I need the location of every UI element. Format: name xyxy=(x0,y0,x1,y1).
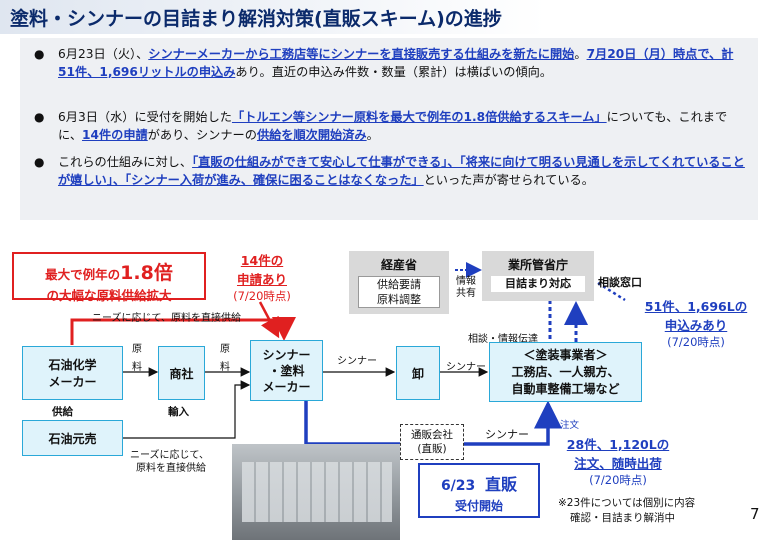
bullet-text: 6月3日（水）に受付を開始した「トルエン等シンナー原料を最大で例年の1.8倍供給… xyxy=(34,109,746,144)
bullet-dot-icon: ● xyxy=(34,155,45,169)
bullet-2: ● 6月3日（水）に受付を開始した「トルエン等シンナー原料を最大で例年の1.8倍… xyxy=(34,109,746,144)
expansion-line1: 最大で例年の1.8倍 xyxy=(45,262,173,284)
wholesaler-box: 卸 xyxy=(396,346,440,400)
trading-company-box: 商社 xyxy=(158,346,205,400)
stacked-cans-image xyxy=(242,462,392,522)
bullet-text: 6月23日（火）、シンナーメーカーから工務店等にシンナーを直接販売する仕組みを新… xyxy=(34,46,746,81)
body-text: についても、これまでに、 xyxy=(58,110,728,142)
start-date-title: 6/23 直販 xyxy=(440,475,518,494)
summary-box: ● 6月23日（火）、シンナーメーカーから工務店等にシンナーを直接販売する仕組み… xyxy=(20,38,758,220)
body-text: 。 xyxy=(574,47,587,61)
direct-supply-top-label: ニーズに応じて、原料を直接供給 xyxy=(92,313,241,324)
import-label: 輸入 xyxy=(168,406,189,418)
info-share-label: 情報 共有 xyxy=(456,276,476,299)
direct-supply-bottom-label: ニーズに応じて、 原料を直接供給 xyxy=(130,450,209,474)
bullet-3: ● これらの仕組みに対し、「直販の仕組みができて安心して仕事ができる」、「将来に… xyxy=(34,154,746,189)
raw-material-label-2: 原料 xyxy=(220,344,230,373)
body-text: 。 xyxy=(366,127,379,142)
bullet-1: ● 6月23日（火）、シンナーメーカーから工務店等にシンナーを直接販売する仕組み… xyxy=(34,46,746,81)
supply-label: 供給 xyxy=(52,406,73,418)
warehouse-photo xyxy=(232,444,400,540)
consult-window-label: 相談窓口 xyxy=(598,276,642,289)
expansion-multiplier: 1.8倍 xyxy=(120,262,173,284)
title-bar xyxy=(0,0,780,34)
bullet-dot-icon: ● xyxy=(34,47,45,61)
footnote: ※23件については個別に内容 確認・目詰まり解消中 xyxy=(558,497,696,524)
meti-tasks: 供給要請 原料調整 xyxy=(358,276,440,308)
direct-sales-start-box: 6/23 直販 受付開始 xyxy=(418,463,540,518)
highlight-text: シンナーメーカーから工務店等にシンナーを直接販売する仕組みを新たに開始 xyxy=(148,47,575,61)
painting-businesses-box: ＜塗装事業者＞ 工務店、一人親方、 自動車整備工場など xyxy=(489,342,642,402)
raw-material-label-1: 原料 xyxy=(132,344,142,373)
body-text: あり。直近の申込み件数・数量（累計）は横ばいの傾向。 xyxy=(235,64,553,79)
order-label: 注文 xyxy=(560,420,580,431)
highlight-text: 7月20日（月）時点で、計51件、1,696リットルの申込み xyxy=(58,47,734,79)
highlight-text: 14件の申請 xyxy=(82,127,148,142)
body-text: があり、シンナーの xyxy=(147,127,257,142)
consult-info-label: 相談・情報伝達 xyxy=(468,334,538,345)
thinner-label-3: シンナー xyxy=(485,428,529,441)
oil-distributor-box: 石油元売 xyxy=(22,420,123,456)
petrochem-maker-box: 石油化学 メーカー xyxy=(22,346,123,400)
highlight-text: 「トルエン等シンナー原料を最大で例年の1.8倍供給するスキーム」 xyxy=(231,110,607,124)
mailorder-company-box: 通販会社 (直販) xyxy=(400,424,464,460)
bullet-dot-icon: ● xyxy=(34,110,45,124)
body-text: 6月3日（水）に受付を開始した xyxy=(58,110,232,124)
applications-callout: 14件の 申請あり (7/20時点) xyxy=(233,253,291,303)
body-text: 6月23日（火）、 xyxy=(58,47,149,61)
page-title: 塗料・シンナーの目詰まり解消対策(直販スキーム)の進捗 xyxy=(10,8,502,30)
highlight-text: 供給を順次開始済み xyxy=(256,127,367,142)
orders-callout: 51件、1,696Lの 申込みあり (7/20時点) xyxy=(644,299,748,349)
shipped-callout: 28件、1,120Lの 注文、随時出荷 (7/20時点) xyxy=(566,437,670,487)
thinner-paint-maker-box: シンナー ・塗料 メーカー xyxy=(250,340,323,401)
body-text: といった声が寄せられている。 xyxy=(423,172,594,187)
meti-box: 経産省 供給要請 原料調整 xyxy=(349,251,449,314)
thinner-label-2: シンナー xyxy=(446,362,486,373)
page-number: 7 xyxy=(750,505,760,523)
thinner-label-1: シンナー xyxy=(337,356,377,367)
bullet-text: これらの仕組みに対し、「直販の仕組みができて安心して仕事ができる」、「将来に向け… xyxy=(34,154,746,189)
raw-material-expansion-box: 最大で例年の1.8倍 の大幅な原料供給拡大 xyxy=(12,252,206,303)
expansion-line2: の大幅な原料供給拡大 xyxy=(46,288,172,303)
body-text: これらの仕組みに対し、 xyxy=(58,155,193,169)
highlight-text: 「直販の仕組みができて安心して仕事ができる」、「将来に向けて明るい見通しを示して… xyxy=(58,155,745,187)
ministry-box: 業所管省庁 目詰まり対応 xyxy=(482,251,594,301)
